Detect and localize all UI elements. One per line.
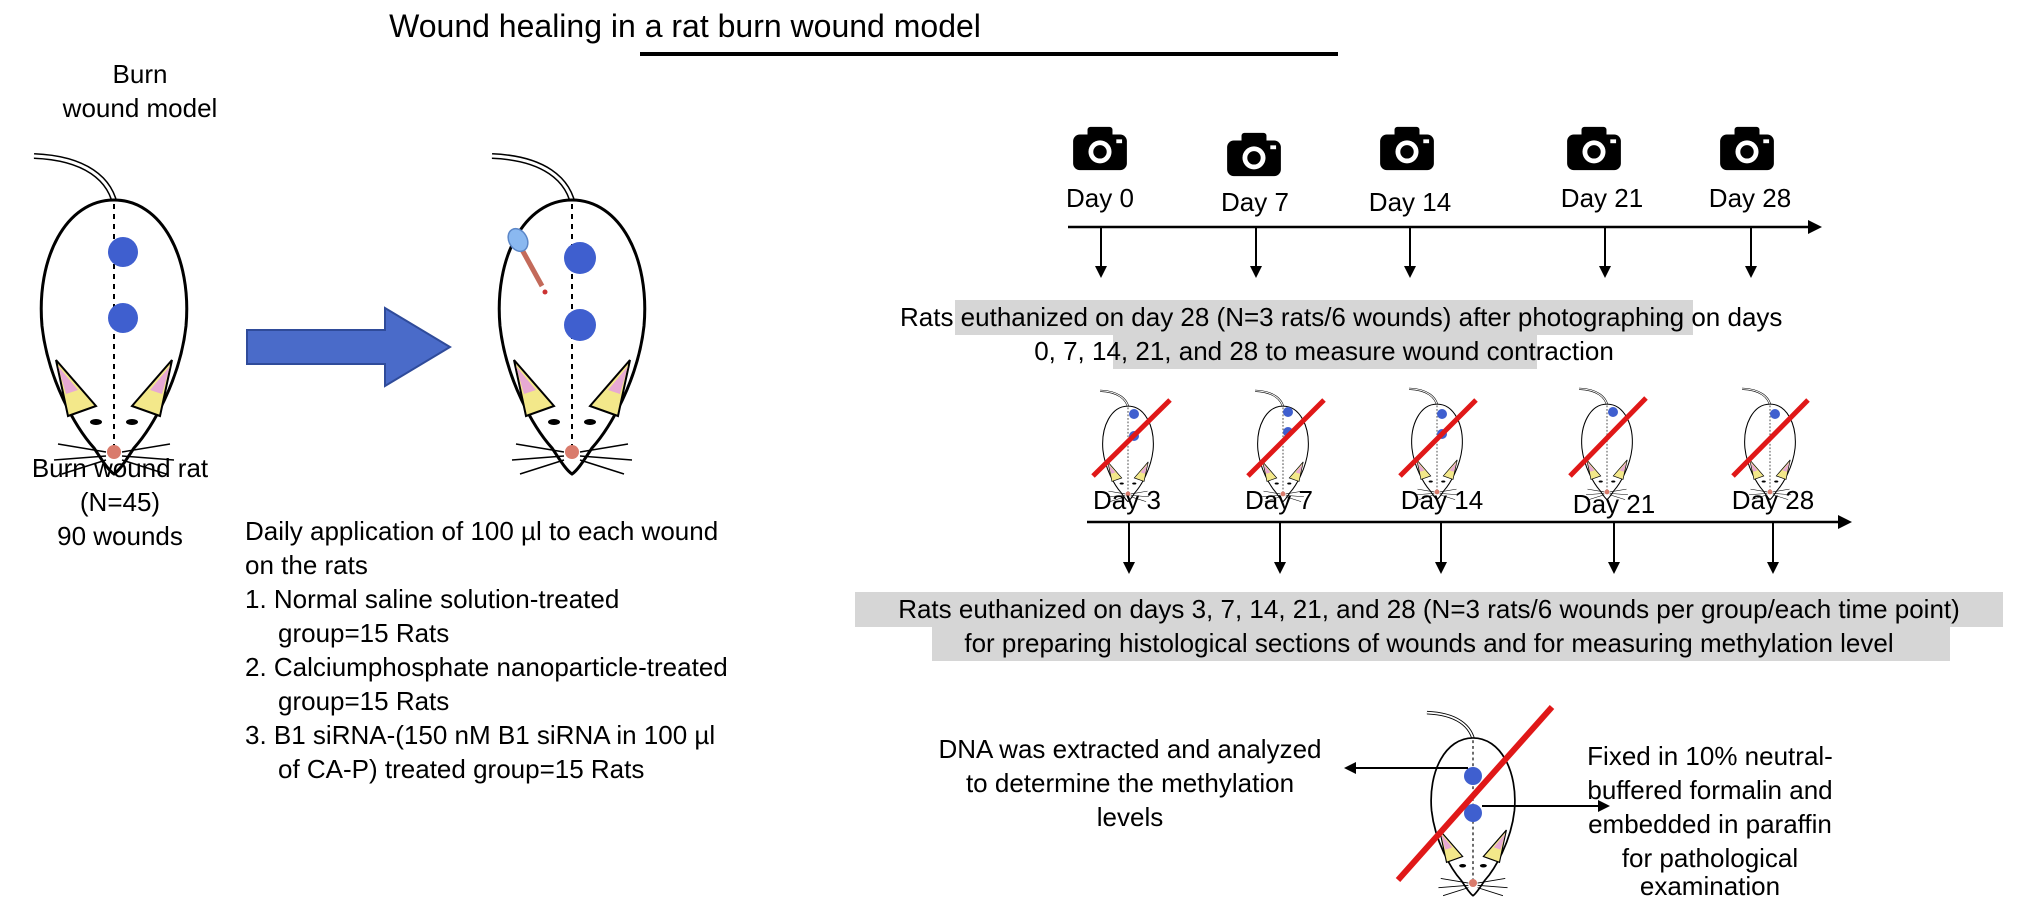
photo-day-28: Day 28 [1708,183,1792,213]
treated-wound-lower [564,309,596,341]
dna-analysis-line2: to determine the methylation [965,768,1295,798]
rat-label-line3: 90 wounds [57,521,183,551]
photo-day-0: Day 0 [1066,183,1134,213]
photo-caption-bg-line1 [955,300,1693,335]
fixation-line4: for pathological [1621,843,1799,873]
model-label-line2: wound model [62,93,218,123]
camera-icon [1380,126,1434,171]
histo-day-7: Day 7 [1245,485,1313,515]
treatment-group3-line1: 3. B1 siRNA-(150 nM B1 siRNA in 100 µl [245,720,716,750]
camera-icon [1720,126,1774,171]
analysis-arrows [1344,762,1610,812]
analysis-rat-icon [1395,705,1555,896]
dropper-icon [507,227,548,295]
photo-timeline [1068,220,1822,278]
camera-icon [1073,126,1127,171]
analysis-wound-lower [1464,804,1482,822]
histo-day-3: Day 3 [1093,485,1161,515]
dna-analysis-line3: levels [1096,802,1164,832]
photo-caption-line2: 0, 7, 14, 21, and 28 to measure wound co… [1034,336,1614,366]
camera-icon [1567,126,1621,171]
treated-rat-icon [492,156,645,474]
histo-caption-bg-line2 [932,627,1950,661]
histo-caption-line1: Rats euthanized on days 3, 7, 14, 21, an… [898,594,1960,624]
treatment-group1-line1: 1. Normal saline solution-treated [245,584,620,614]
fixation-line2: buffered formalin and [1587,775,1833,805]
camera-icon [1227,132,1281,177]
crossed-rat-icon [1398,387,1478,501]
fixation-line1: Fixed in 10% neutral- [1587,741,1833,771]
photo-day-21: Day 21 [1560,183,1644,213]
treatment-group2-line2: group=15 Rats [278,686,450,716]
histo-day-28: Day 28 [1731,485,1815,515]
histo-caption-line2: for preparing histological sections of w… [964,628,1894,658]
treated-wound-upper [564,242,596,274]
photo-caption-line1: Rats euthanized on day 28 (N=3 rats/6 wo… [900,302,1783,332]
rat-label-line1: Burn wound rat [31,453,209,483]
treatment-intro-line2: on the rats [245,550,368,580]
model-label-line1: Burn [112,59,168,89]
histology-timeline [1087,515,1852,574]
treatment-group2-line1: 2. Calciumphosphate nanoparticle-treated [245,652,728,682]
wound-lower [108,303,138,333]
histo-caption-bg-line1 [855,592,2003,627]
crossed-rat-icon [1246,389,1326,503]
rat-icon [34,156,187,474]
title-underline [640,52,1338,56]
treatment-intro-line1: Daily application of 100 µl to each woun… [245,516,719,546]
crossed-rat-icon [1091,389,1172,503]
treatment-group3-line2: of CA-P) treated group=15 Rats [278,754,645,784]
fixation-line3: embedded in paraffin [1588,809,1832,839]
analysis-cross-line [1395,705,1555,882]
treatment-group1-line2: group=15 Rats [278,618,450,648]
analysis-wound-upper [1464,767,1482,785]
histo-day-21: Day 21 [1572,489,1656,519]
rat-label-line2: (N=45) [79,487,161,517]
photo-day-7: Day 7 [1221,187,1289,217]
fixation-line5: examination [1639,871,1781,901]
crossed-rat-icon [1568,387,1648,501]
wound-upper [108,237,138,267]
photo-day-14: Day 14 [1368,187,1452,217]
crossed-rat-icon [1731,387,1810,501]
treatment-arrow [246,306,452,388]
figure-title: Wound healing in a rat burn wound model [389,8,981,44]
dna-analysis-line1: DNA was extracted and analyzed [938,734,1322,764]
histo-day-14: Day 14 [1400,485,1484,515]
photo-caption-bg-line2 [1113,335,1537,369]
